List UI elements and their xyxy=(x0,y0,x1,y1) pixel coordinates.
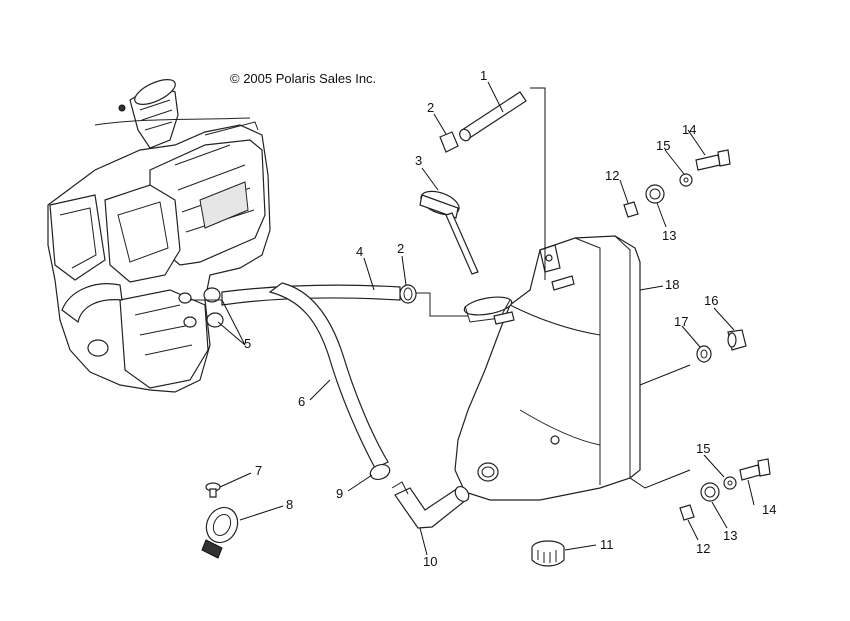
grommet-13-upper xyxy=(645,184,665,204)
clamp-2-upper xyxy=(439,131,459,153)
hose-4 xyxy=(221,284,401,306)
clamp-9 xyxy=(369,463,391,481)
grommet-13-lower xyxy=(700,482,720,502)
dipstick-3 xyxy=(419,190,479,275)
callout-9: 9 xyxy=(336,486,343,501)
callout-12-lower: 12 xyxy=(696,541,710,556)
callout-12-upper: 12 xyxy=(605,168,619,183)
callout-14-lower: 14 xyxy=(762,502,776,517)
clamp-2-lower xyxy=(399,284,417,304)
clamp-8 xyxy=(201,506,239,559)
callout-17: 17 xyxy=(674,314,688,329)
callout-15-lower: 15 xyxy=(696,441,710,456)
callout-7: 7 xyxy=(255,463,262,478)
callout-2-upper: 2 xyxy=(427,100,434,115)
spacer-12-lower xyxy=(679,504,695,521)
callout-2-lower: 2 xyxy=(397,241,404,256)
callout-4: 4 xyxy=(356,244,363,259)
bolt-14-lower xyxy=(739,458,771,481)
callout-3: 3 xyxy=(415,153,422,168)
callout-16: 16 xyxy=(704,293,718,308)
washer-17 xyxy=(696,345,712,363)
copyright-notice: © 2005 Polaris Sales Inc. xyxy=(230,71,377,86)
callout-10: 10 xyxy=(423,554,437,569)
hose-6 xyxy=(268,282,389,469)
callout-1: 1 xyxy=(480,68,487,83)
callout-labels: 1 2 3 4 2 5 6 7 8 9 10 11 12 13 14 15 16… xyxy=(244,68,776,569)
bolt-14-upper xyxy=(695,149,731,171)
fitting-16 xyxy=(727,329,747,351)
callout-5: 5 xyxy=(244,336,251,351)
drain-plug-11 xyxy=(531,540,565,567)
callout-11: 11 xyxy=(600,537,614,552)
vent-tube-1 xyxy=(459,91,527,142)
callout-13-upper: 13 xyxy=(662,228,676,243)
washer-15-lower xyxy=(723,476,737,490)
screw-7 xyxy=(205,482,221,498)
callout-6: 6 xyxy=(298,394,305,409)
elbow-fitting-10 xyxy=(391,481,470,529)
engine-assembly xyxy=(47,79,271,393)
washer-15-upper xyxy=(679,173,693,187)
callout-14-upper: 14 xyxy=(682,122,696,137)
callout-18: 18 xyxy=(665,277,679,292)
oil-tank-18 xyxy=(454,235,641,501)
leader-lines xyxy=(217,81,755,556)
spacer-12-upper xyxy=(623,201,639,218)
callout-13-lower: 13 xyxy=(723,528,737,543)
callout-8: 8 xyxy=(286,497,293,512)
callout-15-upper: 15 xyxy=(656,138,670,153)
